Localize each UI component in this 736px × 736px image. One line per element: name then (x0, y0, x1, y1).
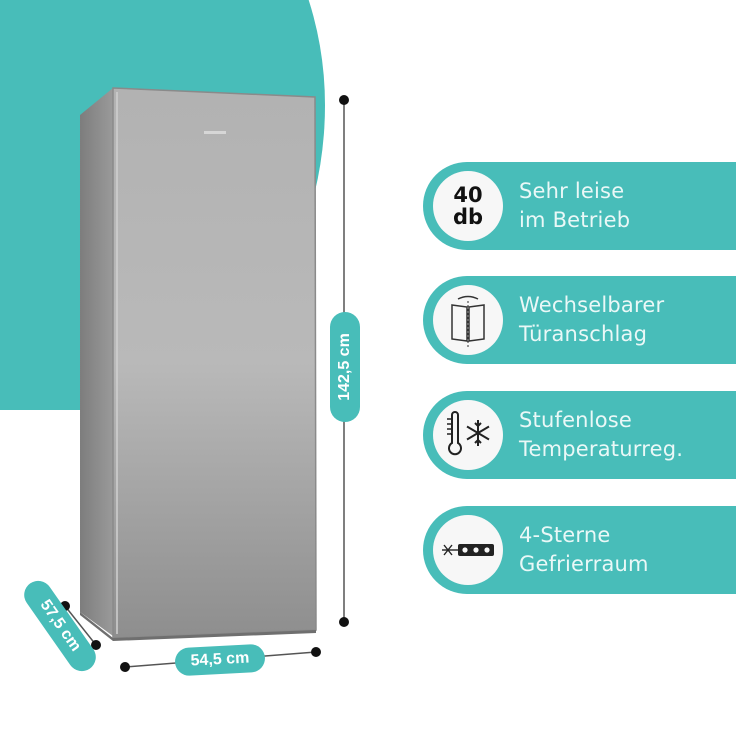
40db-noise-icon: 40 db (433, 171, 503, 241)
feature-subtitle: Temperaturreg. (519, 437, 684, 461)
feature-title: 4-Sterne (519, 523, 611, 547)
height-value: 142,5 cm (336, 333, 354, 401)
feature-title: Stufenlose (519, 408, 633, 432)
feature-subtitle: Gefrierraum (519, 552, 649, 576)
feature-subtitle: im Betrieb (519, 208, 631, 232)
height-dimension-label: 142,5 cm (330, 312, 360, 422)
feature-four-star-freezer: 4-Sterne Gefrierraum (423, 506, 736, 594)
feature-reversible-door: Wechselbarer Türanschlag (423, 276, 736, 364)
feature-title: Sehr leise (519, 179, 625, 203)
depth-dimension-label: 57,5 cm (18, 575, 102, 677)
teal-background-shape (0, 0, 325, 410)
thermometer-snowflake-icon (433, 400, 503, 470)
width-value: 54,5 cm (190, 649, 250, 670)
reversible-door-icon (433, 285, 503, 355)
feature-subtitle: Türanschlag (519, 322, 648, 346)
feature-temperature-control: Stufenlose Temperaturreg. (423, 391, 736, 479)
noise-level-value: 40 (453, 183, 483, 207)
depth-value: 57,5 cm (36, 596, 85, 655)
noise-level-unit: db (452, 205, 484, 229)
four-star-freezer-icon (433, 515, 503, 585)
feature-quiet-operation: 40 db Sehr leise im Betrieb (423, 162, 736, 250)
feature-title: Wechselbarer (519, 293, 665, 317)
width-dimension-label: 54,5 cm (174, 643, 266, 677)
